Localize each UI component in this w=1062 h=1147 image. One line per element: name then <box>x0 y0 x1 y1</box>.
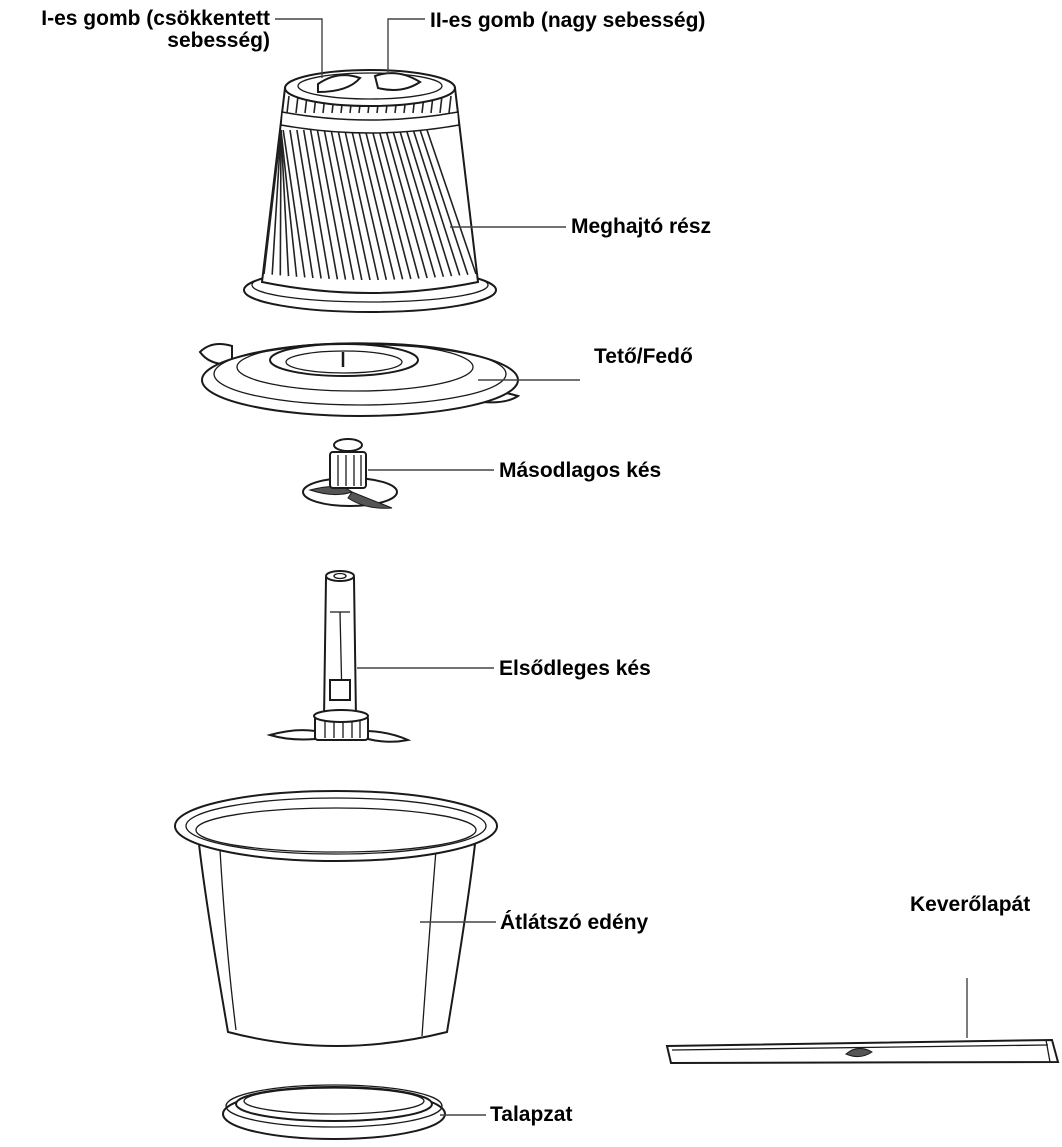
motor-rib <box>357 129 396 280</box>
motor-cap-rib <box>286 95 290 114</box>
motor-rib <box>412 129 461 276</box>
motor-cap-rib <box>448 95 452 114</box>
motor-rib <box>385 129 428 279</box>
button-i-icon[interactable] <box>317 74 362 94</box>
motor-rib <box>289 129 314 279</box>
motor-rib <box>330 129 363 281</box>
motor-rib <box>309 129 339 280</box>
motor-rib <box>279 129 282 276</box>
motor-rib <box>391 129 436 278</box>
motor-ribs <box>263 95 477 281</box>
motor-rib <box>337 129 371 281</box>
motor-rib <box>296 129 322 279</box>
motor-rib <box>271 129 282 275</box>
base <box>222 1084 446 1140</box>
label-button-i-line1: I-es gomb (csökkentett <box>41 7 270 30</box>
label-transparent-bowl: Átlátszó edény <box>500 911 649 934</box>
motor-rib <box>419 129 469 275</box>
motor-unit <box>243 69 497 313</box>
motor-rib <box>316 129 347 280</box>
label-lid: Tető/Fedő <box>594 345 693 368</box>
label-motor-unit: Meghajtó rész <box>571 215 712 238</box>
label-primary-blade: Elsődleges kés <box>499 657 651 680</box>
motor-rib <box>378 129 420 279</box>
leader-lines <box>275 18 968 1116</box>
primary-blade <box>266 570 412 743</box>
motor-rib <box>350 129 388 280</box>
motor-rib <box>344 129 379 281</box>
mixing-paddle <box>665 1038 1060 1065</box>
label-secondary-blade: Másodlagos kés <box>499 459 662 482</box>
motor-rib <box>364 129 404 280</box>
motor-cap-rib <box>439 95 443 114</box>
label-button-i-line2: sebesség) <box>167 29 270 52</box>
secondary-blade <box>302 438 398 509</box>
label-button-i: I-es gomb (csökkentett sebesség) <box>8 8 270 52</box>
button-ii-icon[interactable] <box>373 72 422 91</box>
motor-rib <box>263 129 282 275</box>
motor-rib <box>405 129 453 277</box>
motor-cap-rib <box>295 95 299 114</box>
lid <box>198 342 521 417</box>
transparent-bowl <box>174 790 498 1047</box>
motor-rib <box>398 129 445 278</box>
label-button-ii: II-es gomb (nagy sebesség) <box>430 9 706 32</box>
motor-rib <box>426 129 477 275</box>
motor-rib <box>280 129 298 277</box>
motor-rib <box>302 129 330 280</box>
label-mixing-paddle: Keverőlapát <box>910 893 1031 916</box>
motor-rib <box>280 129 290 277</box>
motor-rib <box>282 129 306 278</box>
motor-rib <box>323 129 355 280</box>
motor-rib <box>371 129 412 280</box>
label-base: Talapzat <box>490 1103 573 1126</box>
